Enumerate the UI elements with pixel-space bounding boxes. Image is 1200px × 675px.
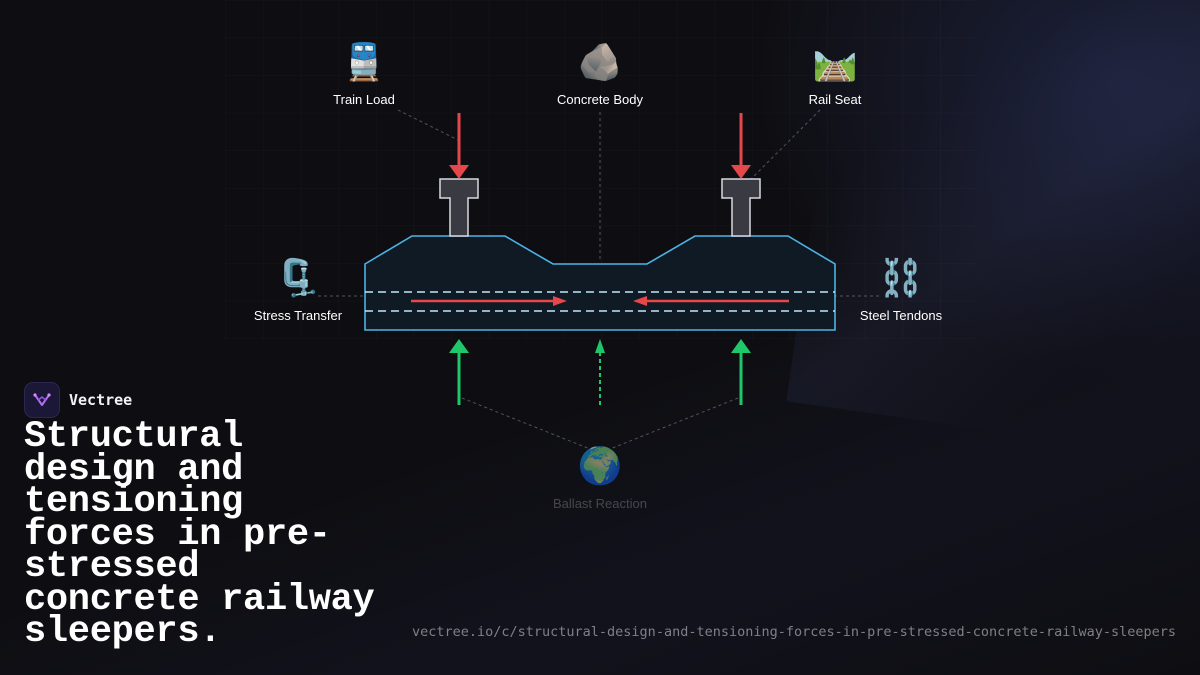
rock-icon: 🪨	[577, 42, 623, 83]
concrete-body-label: Concrete Body	[557, 92, 643, 107]
connector-lines	[318, 109, 882, 450]
brand-name: Vectree	[69, 391, 133, 409]
reaction-arrow-left	[449, 339, 469, 405]
connector-train-load	[397, 109, 459, 141]
chains-icon: ⛓️	[878, 258, 924, 299]
reaction-arrow-right	[731, 339, 751, 405]
sleeper-body	[364, 235, 836, 331]
prestress-arrow-left	[411, 296, 567, 306]
vectree-logo-icon	[24, 382, 60, 418]
rail-seat-label: Rail Seat	[808, 92, 862, 107]
reaction-arrow-center	[595, 339, 605, 405]
rail-right	[721, 178, 761, 237]
train-load-label: Train Load	[333, 92, 395, 107]
train-icon: 🚆	[341, 42, 387, 83]
globe-icon: 🌍	[577, 446, 623, 487]
load-arrow-right	[731, 113, 751, 179]
connector-ballast-left	[461, 397, 591, 450]
page-url[interactable]: vectree.io/c/structural-design-and-tensi…	[411, 624, 1176, 640]
prestress-arrow-right	[633, 296, 789, 306]
clamp-icon: 🗜️	[275, 258, 321, 299]
steel-tendons-label: Steel Tendons	[859, 308, 943, 323]
brand: Vectree	[24, 382, 132, 418]
page-title: Structural design and tensioning forces …	[24, 416, 375, 653]
ballast-reaction-label: Ballast Reaction	[553, 496, 647, 511]
stress-transfer-label: Stress Transfer	[253, 308, 343, 323]
connector-rail-seat	[741, 109, 821, 189]
railway-track-icon: 🛤️	[812, 42, 858, 83]
load-arrow-left	[449, 113, 469, 179]
rail-left	[439, 178, 479, 237]
connector-ballast-right	[609, 397, 739, 450]
